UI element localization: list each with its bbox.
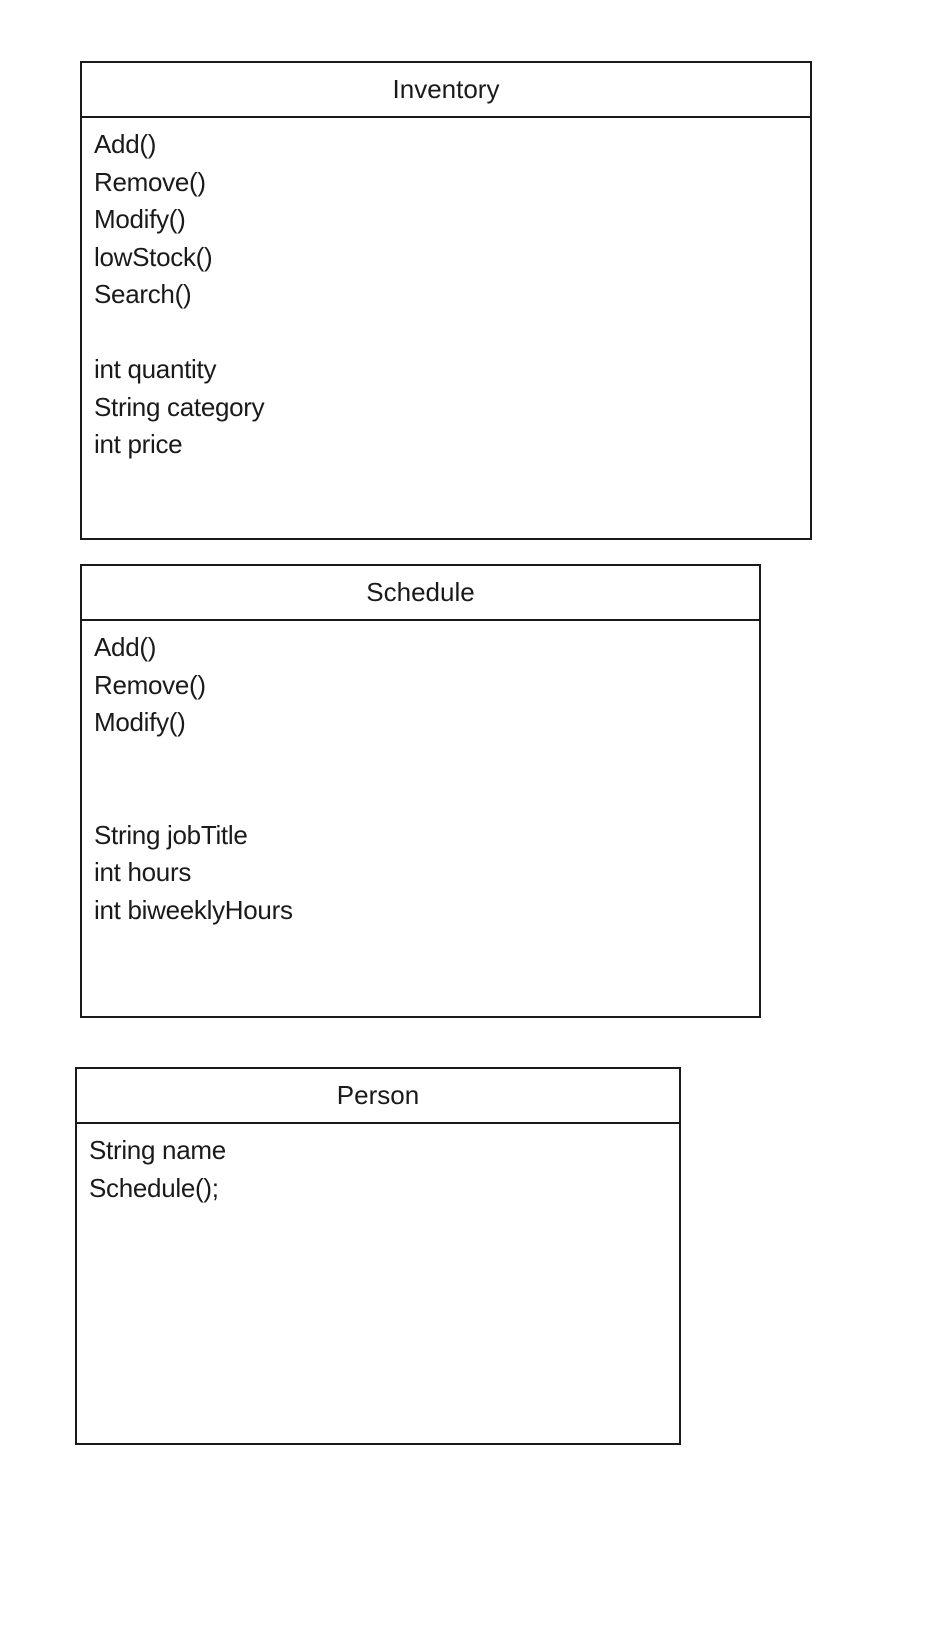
member-line: String category xyxy=(94,391,265,422)
class-name-inventory: Inventory xyxy=(82,63,810,118)
member-line: int quantity xyxy=(94,354,217,384)
member-line: Search() xyxy=(94,279,192,309)
class-box-schedule[interactable]: Schedule Add() Remove() Modify() String … xyxy=(80,564,761,1018)
member-line: Add() xyxy=(94,129,157,159)
class-members-person: String name Schedule(); xyxy=(77,1124,679,1207)
member-line: int price xyxy=(94,429,183,459)
member-line-blank xyxy=(94,742,759,780)
member-line: Remove() xyxy=(94,166,206,197)
class-members-schedule: Add() Remove() Modify() String jobTitle … xyxy=(82,621,759,929)
member-line-blank xyxy=(94,314,810,352)
class-box-inventory[interactable]: Inventory Add() Remove() Modify() lowSto… xyxy=(80,61,812,540)
member-line: Schedule(); xyxy=(89,1172,219,1203)
class-box-person[interactable]: Person String name Schedule(); xyxy=(75,1067,681,1445)
member-line: Add() xyxy=(94,632,157,662)
member-line: int biweeklyHours xyxy=(94,894,293,925)
class-members-inventory: Add() Remove() Modify() lowStock() Searc… xyxy=(82,118,810,464)
member-line: String jobTitle xyxy=(94,819,248,850)
class-name-schedule: Schedule xyxy=(82,566,759,621)
class-name-person: Person xyxy=(77,1069,679,1124)
member-line: lowStock() xyxy=(94,241,213,272)
member-line-blank xyxy=(94,779,759,817)
member-line: String name xyxy=(89,1135,226,1165)
member-line: Modify() xyxy=(94,707,186,737)
member-line: Remove() xyxy=(94,669,206,700)
member-line: int hours xyxy=(94,857,192,887)
member-line: Modify() xyxy=(94,204,186,234)
